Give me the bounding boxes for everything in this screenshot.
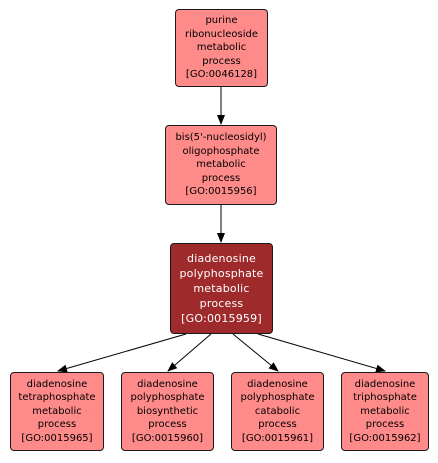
node-label-line: ribonucleoside (184, 28, 259, 40)
node-label-line: process (148, 419, 187, 431)
node-go-id: [GO:0015956] (185, 186, 257, 198)
node-go-id: [GO:0015961] (241, 432, 314, 444)
node-label-line: oligophosphate (182, 145, 260, 157)
edge-focus-to-catabolic (232, 333, 279, 372)
edge-focus-to-tetraphosphate (57, 333, 187, 373)
node-go-id: [GO:0046128] (185, 69, 258, 81)
node-diadenosine-polyphosphate-biosynthetic-process[interactable]: diadenosine polyphosphate biosynthetic p… (121, 372, 214, 451)
node-label-line: metabolic (32, 405, 82, 417)
node-label-line: process (201, 172, 241, 184)
node-label-line: diadenosine (187, 252, 256, 265)
node-label-line: triphosphate (353, 392, 417, 404)
node-diadenosine-tetraphosphate-metabolic-process[interactable]: diadenosine tetraphosphate metabolic pro… (10, 372, 104, 451)
node-go-id: [GO:0015962] (349, 432, 421, 444)
edge-focus-to-biosynthetic (167, 333, 212, 372)
node-label-line: biosynthetic (136, 405, 199, 417)
node-go-id: [GO:0015960] (131, 432, 204, 444)
node-label-line: polyphosphate (179, 267, 264, 280)
node-label-line: process (199, 297, 244, 310)
node-label-line: metabolic (360, 405, 410, 417)
node-diadenosine-triphosphate-metabolic-process[interactable]: diadenosine triphosphate metabolic proce… (341, 372, 429, 451)
node-label-line: bis(5'-nucleosidyl) (175, 132, 267, 144)
edge-focus-to-triphosphate (257, 333, 386, 373)
node-bis-nucleosidyl-oligophosphate-metabolic-process[interactable]: bis(5'-nucleosidyl) oligophosphate metab… (165, 125, 277, 205)
node-label-line: tetraphosphate (18, 392, 96, 404)
node-go-id: [GO:0015959] (181, 312, 262, 325)
node-label-line: process (365, 419, 405, 431)
node-label-line: polyphosphate (240, 392, 315, 404)
node-label-line: process (37, 419, 77, 431)
node-diadenosine-polyphosphate-catabolic-process[interactable]: diadenosine polyphosphate catabolic proc… (231, 372, 324, 451)
node-label-line: diadenosine (247, 378, 308, 390)
node-label-line: process (202, 55, 241, 67)
node-purine-ribonucleoside-metabolic-process[interactable]: purine ribonucleoside metabolic process … (175, 9, 268, 87)
node-label-line: metabolic (196, 159, 246, 171)
node-label-line: catabolic (254, 405, 301, 417)
node-label-line: purine (205, 15, 238, 27)
node-label-line: metabolic (196, 42, 247, 54)
node-go-id: [GO:0015965] (21, 432, 93, 444)
node-label-line: diadenosine (354, 378, 416, 390)
node-diadenosine-polyphosphate-metabolic-process[interactable]: diadenosine polyphosphate metabolic proc… (170, 243, 273, 334)
node-label-line: diadenosine (137, 378, 198, 390)
node-label-line: process (258, 419, 297, 431)
node-label-line: metabolic (193, 282, 250, 295)
node-label-line: diadenosine (26, 378, 88, 390)
node-label-line: polyphosphate (130, 392, 205, 404)
